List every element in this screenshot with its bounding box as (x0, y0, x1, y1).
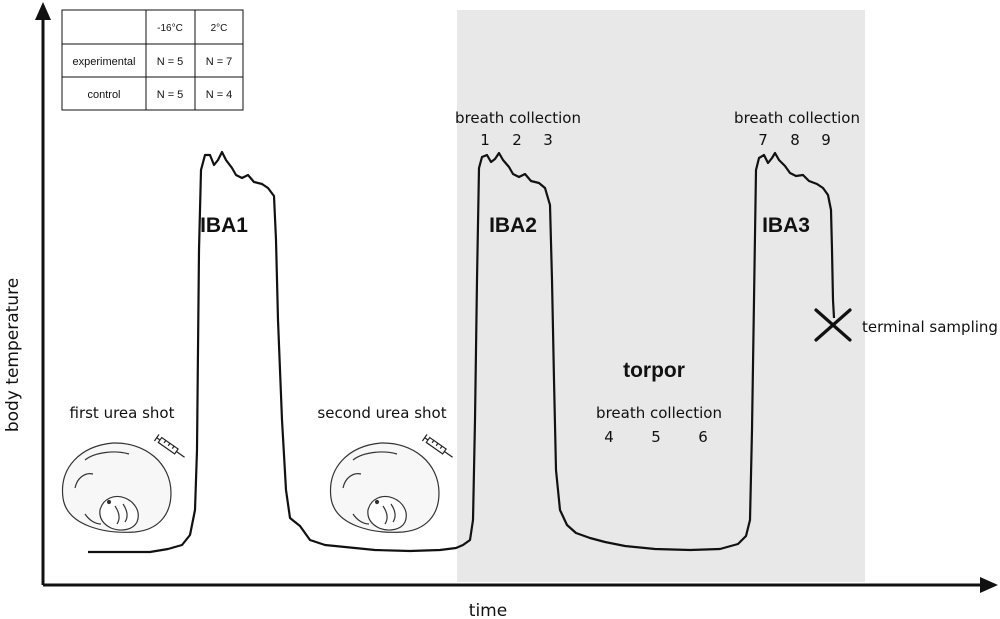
y-axis-arrow-icon (35, 2, 51, 20)
breath-collection-label-2: breath collection (596, 404, 722, 422)
breath-sample-6: 6 (698, 428, 708, 446)
x-axis-label: time (469, 601, 507, 619)
hibernating-animal-icon (61, 442, 172, 533)
y-axis-label: body temperature (3, 278, 23, 432)
sample-size-table: -16°C 2°C experimental N = 5 N = 7 contr… (61, 9, 244, 111)
breath-collection-label-3: breath collection (734, 109, 860, 127)
x-axis-arrow-icon (980, 577, 998, 593)
table-header-warm: 2°C (211, 23, 228, 34)
breath-collection-label-1: breath collection (455, 109, 581, 127)
breath-sample-4: 4 (604, 428, 614, 446)
terminal-sampling-label: terminal sampling (862, 318, 998, 336)
syringe-icon (421, 434, 453, 458)
breath-sample-2: 2 (512, 131, 522, 149)
cross-icon (814, 308, 852, 342)
iba3-label: IBA3 (762, 214, 810, 237)
body-temperature-trace (88, 150, 836, 554)
table-cell: N = 7 (206, 56, 233, 68)
first-urea-shot-label: first urea shot (70, 404, 175, 422)
breath-sample-7: 7 (758, 131, 768, 149)
table-cell: N = 5 (157, 89, 184, 101)
syringe-icon (153, 434, 185, 458)
hibernating-animal-icon (329, 442, 440, 533)
breath-sample-5: 5 (651, 428, 661, 446)
breath-sample-9: 9 (821, 131, 831, 149)
iba1-label: IBA1 (200, 214, 248, 237)
second-urea-shot-label: second urea shot (317, 404, 446, 422)
table-row-label-experimental: experimental (73, 56, 136, 68)
table-cell: N = 4 (206, 89, 233, 101)
table-row-label-control: control (87, 89, 120, 101)
torpor-label: torpor (623, 359, 685, 382)
breath-sample-3: 3 (543, 131, 553, 149)
breath-sample-8: 8 (790, 131, 800, 149)
table-header-cold: -16°C (157, 23, 183, 34)
table-cell: N = 5 (157, 56, 184, 68)
breath-sample-1: 1 (480, 131, 490, 149)
axes (41, 14, 986, 587)
iba2-label: IBA2 (489, 214, 537, 237)
shaded-region (457, 10, 865, 582)
